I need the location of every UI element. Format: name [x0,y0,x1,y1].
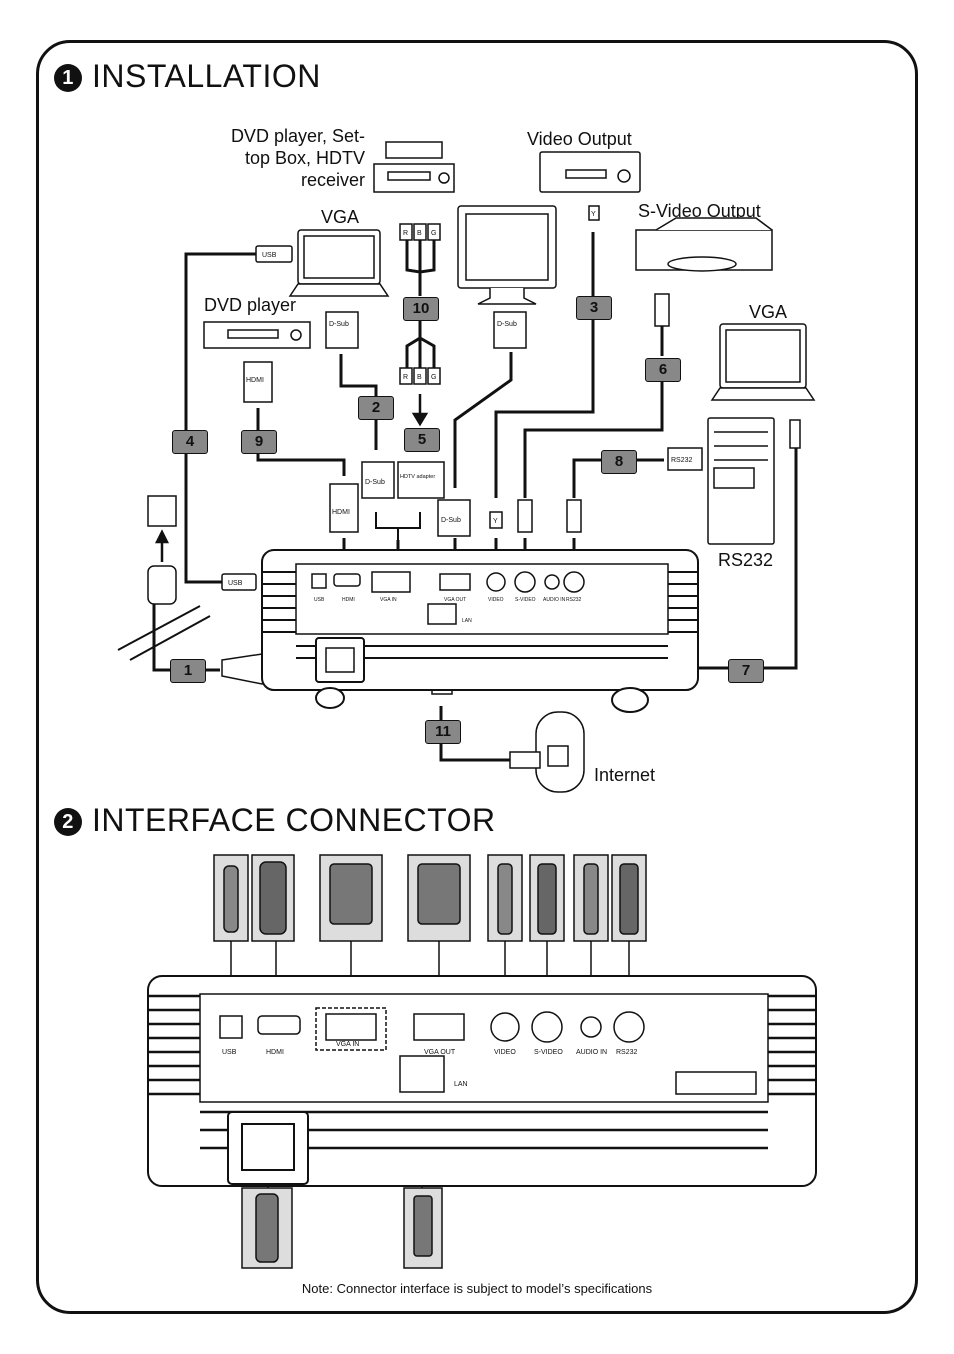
projector-installation: USB HDMI VGA IN VGA OUT VIDEO S-VIDEO AU… [261,549,699,713]
cable-monitor [453,352,513,488]
usb-plug-top [255,245,293,263]
svideo-plug-projector [517,499,533,533]
proj-port-vgain: VGA IN [380,597,397,603]
rs232-plug-pc [667,447,703,471]
cable-number-5: 5 [404,428,440,452]
proj-port-audioin: AUDIO IN [543,597,566,603]
internet-label: Internet [594,765,656,785]
dsub-plug-projector [361,461,395,499]
port-label-vgaout: VGA OUT [424,1049,456,1056]
cable-6 [523,326,664,498]
hdmi-plug-projector [329,483,359,533]
proj-port-hdmi: HDMI [342,597,355,603]
cable-number-8: 8 [601,450,637,474]
cable-4 [184,252,258,584]
dvd-stb-label: DVD player, Set-top Box, HDTV receiver [230,126,365,190]
dsub-label-projector: D-Sub [365,479,385,486]
port-label-vgain: VGA IN [336,1041,359,1048]
rs232-plug-label: RS232 [671,457,693,464]
cable-number-11: 11 [425,720,461,744]
port-label-lan: LAN [454,1081,468,1088]
interface-port-labels: USB HDMI VGA IN VGA OUT VIDEO S-VIDEO AU… [222,1041,638,1088]
port-label-svideo: S-VIDEO [534,1049,563,1056]
hdmi-label-dvd: HDMI [246,377,264,384]
cable-number-7: 7 [728,659,764,683]
wall-socket [147,495,177,527]
g-label-top: G [431,230,436,237]
b-label-bottom: B [417,374,422,381]
installation-heading: 1 INSTALLATION [54,58,321,95]
y-plug-projector [489,511,503,529]
port-label-rs232: RS232 [616,1049,638,1056]
video-output-label: Video Output [527,129,632,149]
projector-interface [147,975,817,1187]
vga-right-label: VGA [749,302,788,322]
port-label-audioin: AUDIO IN [576,1049,607,1056]
vga-left-label: VGA [321,207,360,227]
cable-number-6: 6 [645,358,681,382]
g-label-bottom: G [431,374,436,381]
proj-port-rs232: RS232 [566,597,582,603]
footnote: Note: Connector interface is subject to … [301,1281,653,1296]
proj-port-vgaout: VGA OUT [444,597,466,603]
proj-port-video: VIDEO [488,597,504,603]
r-label-bottom: R [403,374,408,381]
usb-label-top: USB [262,252,277,259]
cable-3 [494,232,595,498]
rs232-device-label: RS232 [718,550,774,570]
proj-port-usb: USB [314,597,325,603]
cable-10 [405,240,436,368]
cable-number-9: 9 [241,430,277,454]
section-number-1: 1 [54,64,82,92]
port-label-usb: USB [222,1049,237,1056]
cable-number-3: 3 [576,296,612,320]
dsub-label-monitor: D-Sub [497,321,517,328]
lan-plug-wall [509,751,541,769]
cable-number-2: 2 [358,396,394,420]
power-cord [117,605,211,661]
svideo-output-label: S-Video Output [638,201,761,221]
cable-number-1: 1 [170,659,206,683]
cable-number-4: 4 [172,430,208,454]
dsub-plug-vgaout [437,499,471,537]
b-label-top: B [417,230,422,237]
devices [147,141,816,793]
port-label-video: VIDEO [494,1049,516,1056]
section-number-2: 2 [54,808,82,836]
r-label-top: R [403,230,408,237]
proj-port-lan: LAN [462,618,472,624]
interface-connectors [213,854,647,942]
hdtv-adapter-label: HDTV adapter [400,474,435,480]
y-label-projector: Y [493,518,498,525]
installation-title: INSTALLATION [92,58,321,94]
rs232-plug-projector [566,499,582,533]
dsub-label-laptop: D-Sub [329,321,349,328]
port-label-hdmi: HDMI [266,1049,284,1056]
dvd-player-label: DVD player [204,295,297,315]
hdmi-plug-dvd [243,361,273,403]
usb-plug-bottom [221,573,257,591]
hdtv-adapter [397,461,445,499]
stb-top [385,141,443,159]
page-frame [36,40,918,1314]
interface-title: INTERFACE CONNECTOR [92,802,496,838]
proj-port-svideo: S-VIDEO [515,597,536,603]
dsub-label-vgaout: D-Sub [441,517,461,524]
interface-bottom-connectors [241,1187,443,1269]
plug-labels: USB USB D-Sub D-Sub D-Sub D-Sub HDMI HDM… [228,211,693,587]
dsub-plug-laptop [325,311,359,349]
audio-plug [789,419,801,449]
cable-number-10: 10 [403,297,439,321]
usb-label-bottom: USB [228,580,243,587]
power-plug [147,565,177,605]
svideo-plug-device [654,293,670,327]
hdmi-label-projector: HDMI [332,509,350,516]
interface-heading: 2 INTERFACE CONNECTOR [54,802,496,839]
y-plug-vcr [588,205,600,221]
dsub-plug-monitor [493,311,527,349]
y-label-vcr: Y [591,211,596,218]
